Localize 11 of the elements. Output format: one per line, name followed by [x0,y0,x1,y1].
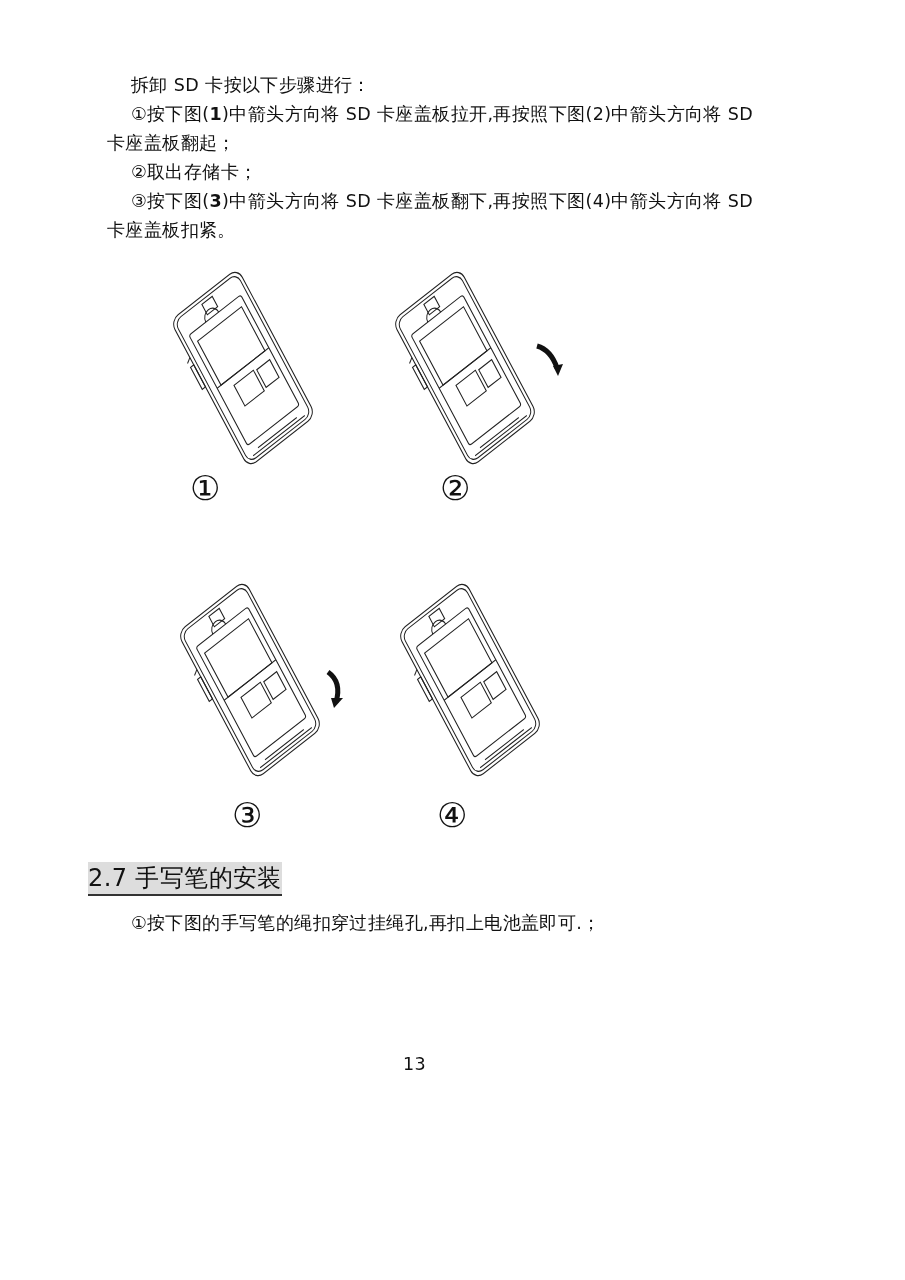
step-text: ①按下图(1)中箭头方向将 SD 卡座盖板拉开,再按照下图(2)中箭头方向将 SD 卡座盖板翻起； [107,103,755,155]
figure-number: ② [440,468,471,508]
figure-number: ③ [232,795,263,835]
intro-text: 拆卸 SD 卡按以下步骤进行： [130,74,372,97]
step-text: ③按下图(3)中箭头方向将 SD 卡座盖板翻下,再按照下图(4)中箭头方向将 SD 卡座盖板扣紧。 [107,190,755,242]
step-text: ②取出存储卡； [130,161,259,184]
figure-number: ① [190,468,221,508]
section-heading: 2.7 手写笔的安装 [88,862,282,896]
page-number: 13 [403,1053,428,1076]
step-text: ①按下图的手写笔的绳扣穿过挂绳孔,再扣上电池盖即可.； [130,912,602,935]
figure-number: ④ [437,795,468,835]
